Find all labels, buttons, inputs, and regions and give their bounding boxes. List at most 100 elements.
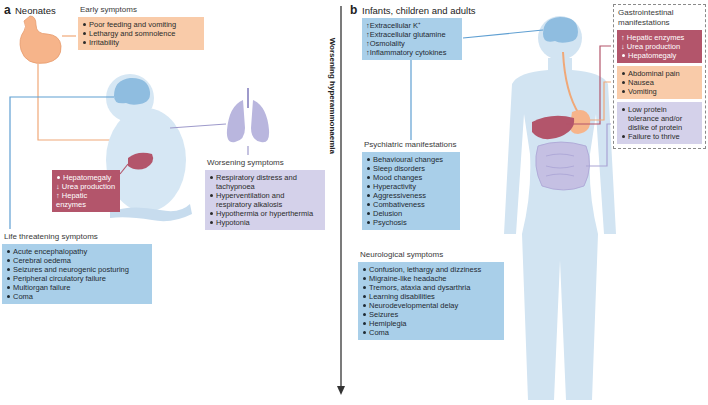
baby-liver [128, 153, 153, 170]
box-fill: Abdominal painNauseaVomiting [617, 66, 702, 99]
panel-letter: a [4, 3, 11, 17]
list-item: Aggressiveness [366, 191, 456, 200]
list-item: Lethargy and somnolence [82, 29, 200, 38]
liver-box: ↑ Hepatic enzymes↓ Urea productionHepato… [617, 30, 702, 63]
list-item: Hyperactivity [366, 182, 456, 191]
arrow-head [337, 386, 345, 395]
list-item: Abdominal pain [621, 69, 698, 78]
leader-line [170, 124, 226, 128]
list-item: Learning disabilities [362, 292, 500, 301]
head [538, 16, 582, 60]
box-fill: Behavioural changesSleep disordersMood c… [362, 152, 460, 230]
symptom-box: Life threatening symptomsAcute encephalo… [2, 232, 152, 304]
list-item: Seizures and neurogenic posturing [6, 265, 148, 274]
box-fill: Low protein tolerance and/or dislike of … [617, 102, 702, 144]
panel-title: Neonates [15, 5, 56, 16]
symptom-box: Neurological symptomsConfusion, lethargy… [358, 250, 504, 340]
list-item: Delusion [366, 209, 456, 218]
trachea [247, 88, 249, 108]
list-item: Irritability [82, 38, 200, 47]
baby-head [106, 74, 154, 122]
box-fill: Confusion, lethargy and dizzinessMigrain… [358, 262, 504, 340]
finding-text: ↑ Hepatic enzymes [56, 191, 116, 209]
symptom-box: Early symptomsPoor feeding and vomitingL… [78, 5, 204, 50]
list-item: Hyperventilation and respiratory alkalos… [209, 191, 321, 209]
group-box: Gastrointestinal manifestations ↑ Hepatic… [613, 4, 706, 149]
symptom-box: Abdominal painNauseaVomiting [617, 66, 702, 99]
list-item: Hypotonia [209, 218, 321, 227]
box-fill: Acute encephalopathyCerebral oedemaSeizu… [2, 244, 152, 304]
finding-text: ↓ Urea production [621, 42, 698, 51]
panel-letter: b [350, 3, 357, 17]
leader-line [463, 30, 543, 38]
body-silhouette [504, 58, 616, 400]
list-item: Confusion, lethargy and dizziness [362, 265, 500, 274]
list-item: Low protein tolerance and/or dislike of … [621, 105, 698, 132]
liver-box: Hepatomegaly↓ Urea production↑ Hepatic e… [52, 170, 120, 212]
box-heading: Neurological symptoms [360, 250, 504, 260]
list-item: Psychosis [366, 218, 456, 227]
box-fill: ↑ Hepatic enzymes↓ Urea productionHepato… [617, 30, 702, 63]
brain-box: ↑Extracellular K⁺↑Extracellular glutamin… [362, 18, 462, 60]
list-item: Coma [6, 292, 148, 301]
finding-text: ↑Osmolality [366, 39, 458, 48]
finding-text: ↑Extracellular K⁺ [366, 21, 458, 30]
finding-text: ↓ Urea production [56, 182, 116, 191]
box-fill: Poor feeding and vomitingLethargy and so… [78, 17, 204, 50]
gradient-arrow [340, 6, 341, 388]
symptom-box: Worsening symptomsRespiratory distress a… [205, 158, 325, 230]
stomach-icon [20, 16, 61, 63]
leader-line [590, 82, 611, 120]
list-item: Peripheral circulatory failure [6, 274, 148, 283]
list-item: Poor feeding and vomiting [82, 20, 200, 29]
box-heading: Psychiatric manifestations [364, 140, 460, 150]
intestines [536, 142, 590, 190]
list-item: Mood changes [366, 173, 456, 182]
baby-brain [114, 78, 150, 105]
list-item: Hypothermia or hyperthermia [209, 209, 321, 218]
panel-title: Infants, children and adults [362, 5, 476, 16]
box-heading: Early symptoms [80, 5, 204, 15]
lung [227, 100, 245, 142]
connector [410, 60, 411, 140]
intestine-folds [546, 154, 574, 176]
lung [251, 100, 269, 142]
oesophagus [563, 52, 579, 114]
leader-line [120, 164, 128, 174]
leader-line [586, 124, 611, 166]
list-item: Migraine-like headache [362, 274, 500, 283]
baby-legs [110, 204, 192, 221]
list-item: Cerebral oedema [6, 256, 148, 265]
list-item: Hepatomegaly [56, 173, 116, 182]
list-item: Tremors, ataxia and dysarthria [362, 283, 500, 292]
list-item: Seizures [362, 310, 500, 319]
finding-text: ↑Inflammatory cytokines [366, 48, 458, 57]
box-heading: Life threatening symptoms [4, 232, 152, 242]
box-fill: Hepatomegaly↓ Urea production↑ Hepatic e… [52, 170, 120, 212]
symptom-box: Psychiatric manifestationsBehavioural ch… [362, 140, 460, 230]
list-item: Failure to thrive [621, 132, 698, 141]
leader-line [247, 146, 248, 155]
list-item: Respiratory distress and tachypnoea [209, 173, 321, 191]
finding-text: ↑ Hepatic enzymes [621, 33, 698, 42]
leader-line [38, 64, 112, 140]
box-fill: Respiratory distress and tachypnoeaHyper… [205, 170, 325, 230]
axis-label: Worsening hyperammonaemia [327, 38, 337, 154]
list-item: Multiorgan failure [6, 283, 148, 292]
list-item: Neurodevelopmental delay [362, 301, 500, 310]
group-heading: Gastrointestinal manifestations [618, 8, 702, 27]
list-item: Sleep disorders [366, 164, 456, 173]
brain [543, 17, 578, 43]
list-item: Hepatomegaly [621, 51, 698, 60]
list-item: Vomiting [621, 87, 698, 96]
list-item: Hemiplegia [362, 319, 500, 328]
symptom-box: Low protein tolerance and/or dislike of … [617, 102, 702, 144]
box-fill: ↑Extracellular K⁺↑Extracellular glutamin… [362, 18, 462, 60]
list-item: Acute encephalopathy [6, 247, 148, 256]
box-heading: Worsening symptoms [207, 158, 325, 168]
list-item: Behavioural changes [366, 155, 456, 164]
leader-line [62, 35, 76, 36]
liver [532, 116, 574, 139]
list-item: Coma [362, 328, 500, 337]
